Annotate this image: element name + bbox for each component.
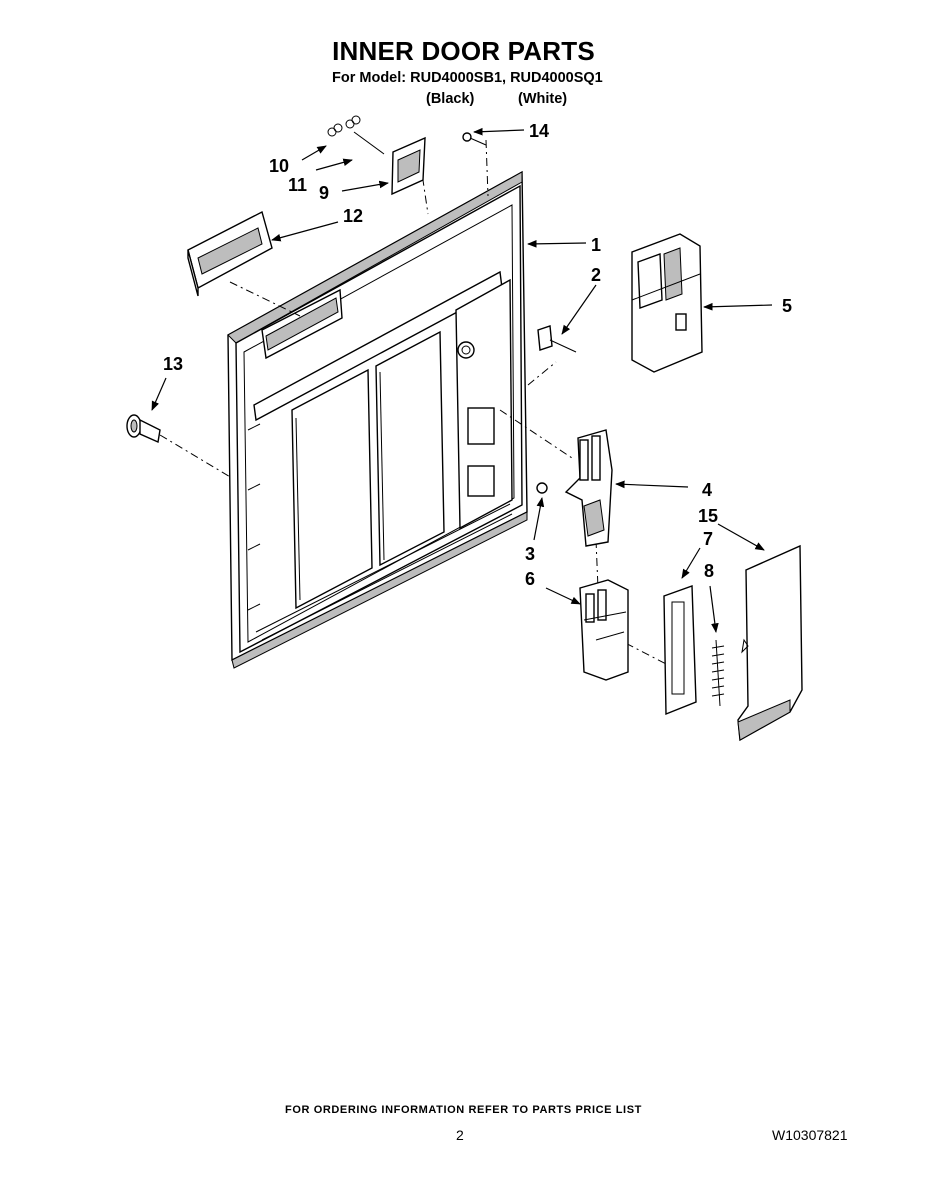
part-13-fastener — [126, 414, 161, 444]
callout-9: 9 — [319, 183, 329, 203]
vent-handle-part — [187, 210, 273, 297]
callout-1: 1 — [591, 235, 601, 255]
part-7-slider — [663, 585, 697, 716]
part-11-pin — [353, 131, 385, 155]
part-3-nut — [536, 482, 548, 494]
callout-10: 10 — [269, 156, 289, 176]
inner-door-panel — [227, 170, 528, 669]
variant-black-label: (Black) — [426, 91, 475, 107]
page-title: INNER DOOR PARTS — [332, 36, 595, 66]
callout-3: 3 — [525, 544, 535, 564]
part-10-spring — [327, 115, 361, 137]
callout-15: 15 — [698, 506, 718, 526]
callout-14: 14 — [529, 121, 549, 141]
leader-lines — [151, 127, 773, 633]
document-number: W10307821 — [772, 1127, 848, 1143]
part-8-spring — [711, 639, 725, 707]
callout-7: 7 — [703, 529, 713, 549]
callout-13: 13 — [163, 354, 183, 374]
callout-labels: 1 2 3 4 5 6 7 8 9 10 11 12 13 14 15 — [163, 121, 792, 589]
callout-12: 12 — [343, 206, 363, 226]
assembly-lines — [159, 139, 669, 666]
part-15-side-panel — [737, 544, 803, 742]
callout-2: 2 — [591, 265, 601, 285]
callout-8: 8 — [704, 561, 714, 581]
callout-5: 5 — [782, 296, 792, 316]
variant-white-label: (White) — [518, 91, 568, 107]
ordering-info-note: FOR ORDERING INFORMATION REFER TO PARTS … — [285, 1104, 642, 1116]
part-4-latch — [564, 429, 613, 547]
model-subtitle: For Model: RUD4000SB1, RUD4000SQ1 — [332, 70, 603, 86]
part-2-clip — [537, 325, 577, 353]
small-parts-top — [327, 115, 487, 196]
part-14-screw — [462, 132, 487, 146]
callout-4: 4 — [702, 480, 712, 500]
page-number: 2 — [456, 1127, 464, 1143]
part-5-latch-housing — [631, 233, 703, 373]
callout-11: 11 — [288, 175, 307, 195]
callout-6: 6 — [525, 569, 535, 589]
part-6-latch-base — [579, 579, 629, 681]
